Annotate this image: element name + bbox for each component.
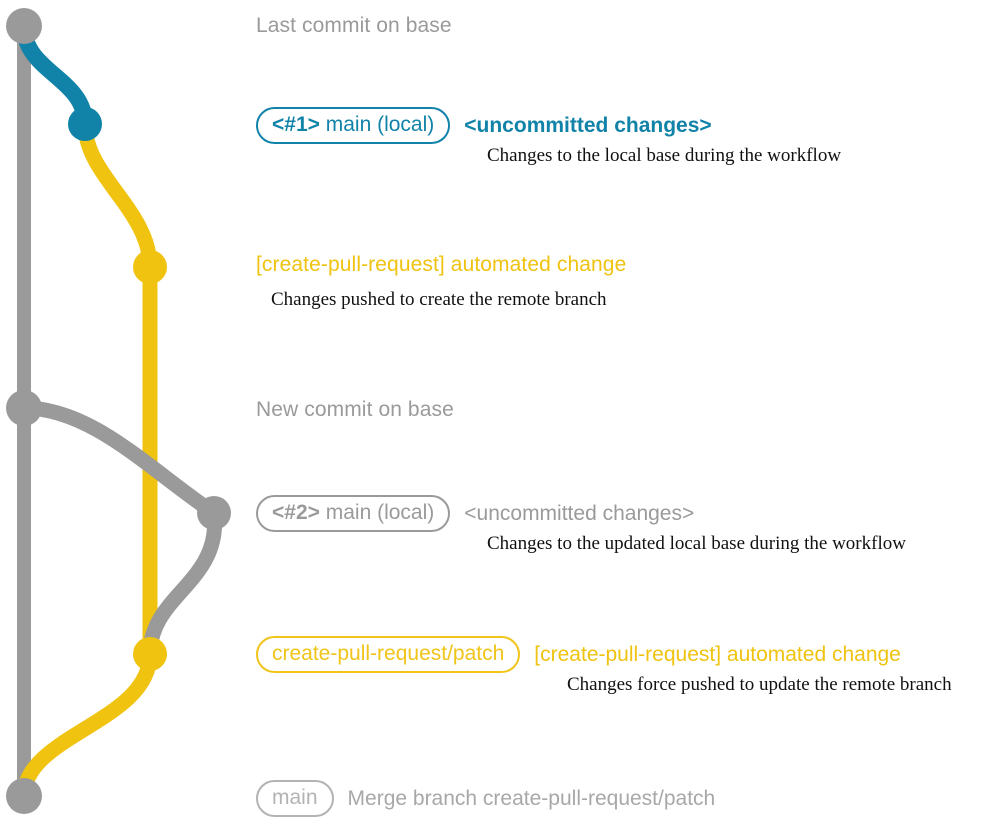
node-base-new-commit[interactable] xyxy=(6,390,42,426)
commit-description-local-2: Changes to the updated local base during… xyxy=(487,533,906,554)
row-new-commit-on-base: New commit on base xyxy=(0,398,981,422)
row-automated-change-1: [create-pull-request] automated change xyxy=(0,253,981,277)
row-local-uncommitted-1-subtext: Changes to the local base during the wor… xyxy=(0,145,981,167)
branch-pill-patch[interactable]: create-pull-request/patch xyxy=(256,636,521,674)
branch-pill-local-2-name: main (local) xyxy=(319,501,435,524)
row-automated-change-2-subtext: Changes force pushed to update the remot… xyxy=(0,674,981,696)
row-local-uncommitted-2-subtext: Changes to the updated local base during… xyxy=(0,533,981,555)
commit-description-local-1: Changes to the local base during the wor… xyxy=(487,145,842,166)
heading-last-commit-on-base: Last commit on base xyxy=(256,14,452,37)
branch-pill-local-2-number: <#2> xyxy=(272,501,320,524)
commit-description-automated-1: Changes pushed to create the remote bran… xyxy=(271,289,607,310)
branch-pill-main-name: main xyxy=(272,786,318,809)
node-local-commit-2[interactable] xyxy=(197,496,231,530)
branch-pill-local-1-number: <#1> xyxy=(272,113,320,136)
node-remote-commit-2[interactable] xyxy=(133,637,167,671)
local-to-patch-line xyxy=(142,505,223,662)
commit-description-automated-2: Changes force pushed to update the remot… xyxy=(567,674,952,695)
row-local-uncommitted-1: <#1> main (local) <uncommitted changes> xyxy=(0,107,981,145)
commit-title-local-2: <uncommitted changes> xyxy=(464,501,695,525)
branch-pill-patch-name: create-pull-request/patch xyxy=(272,642,505,665)
row-merge-branch: main Merge branch create-pull-request/pa… xyxy=(0,780,981,818)
node-local-commit-1[interactable] xyxy=(68,107,102,141)
row-automated-change-2: create-pull-request/patch [create-pull-r… xyxy=(0,636,981,674)
heading-automated-change-1: [create-pull-request] automated change xyxy=(256,253,627,276)
branch-pill-local-1[interactable]: <#1> main (local) xyxy=(256,107,451,145)
branch-pill-local-1-name: main (local) xyxy=(319,113,435,136)
branch-pill-local-2[interactable]: <#2> main (local) xyxy=(256,495,451,533)
local-branch-2-line xyxy=(16,400,222,521)
commit-title-merge: Merge branch create-pull-request/patch xyxy=(347,786,716,810)
commit-title-automated-2: [create-pull-request] automated change xyxy=(534,642,901,666)
patch-branch-upper-line xyxy=(77,116,158,275)
node-merge-commit[interactable] xyxy=(6,778,42,814)
merge-line xyxy=(16,646,158,804)
row-local-uncommitted-2: <#2> main (local) <uncommitted changes> xyxy=(0,495,981,533)
branch-pill-main[interactable]: main xyxy=(256,780,334,818)
node-base-last-commit[interactable] xyxy=(6,8,42,44)
row-last-commit-on-base: Last commit on base xyxy=(0,14,981,38)
heading-new-commit-on-base: New commit on base xyxy=(256,398,454,421)
row-automated-change-1-subtext: Changes pushed to create the remote bran… xyxy=(0,289,981,311)
commit-title-local-1: <uncommitted changes> xyxy=(464,113,712,137)
node-remote-commit-1[interactable] xyxy=(133,250,167,284)
